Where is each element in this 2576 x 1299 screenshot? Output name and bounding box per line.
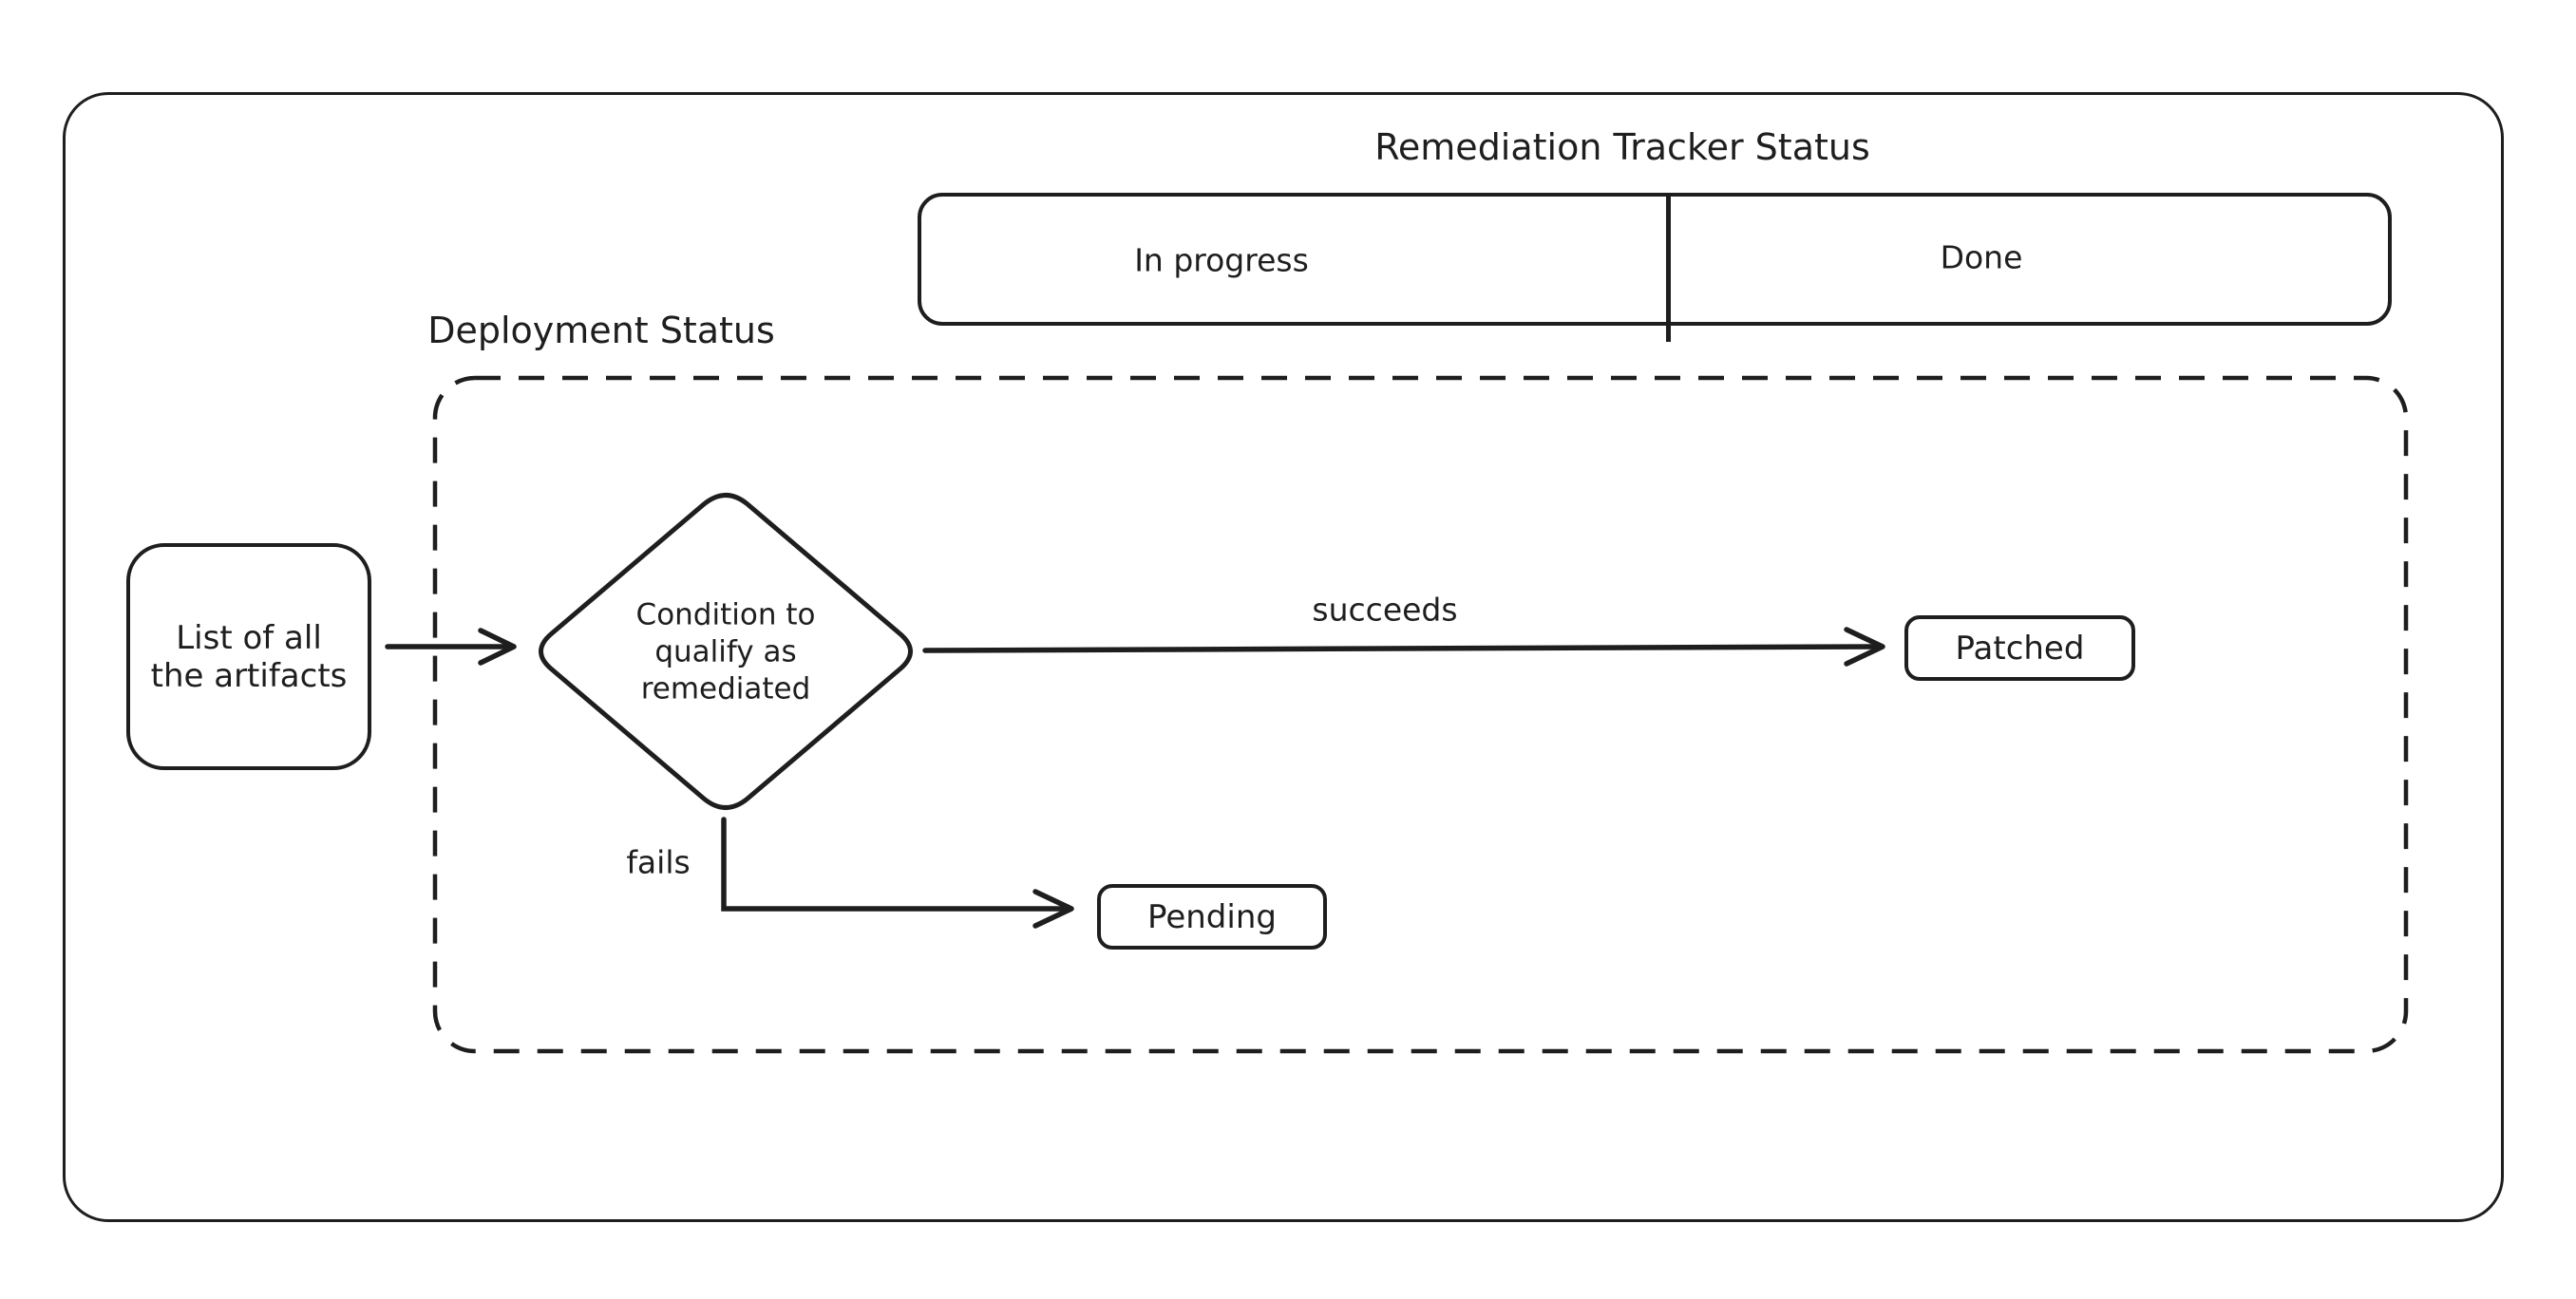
patched-node: Patched xyxy=(1904,615,2135,681)
artifacts-node-label: List of all the artifacts xyxy=(150,618,348,695)
pending-node: Pending xyxy=(1097,884,1327,950)
tracker-cell-done: Done xyxy=(1940,238,2023,276)
patched-node-label: Patched xyxy=(1955,629,2085,668)
artifacts-node: List of all the artifacts xyxy=(126,543,371,770)
condition-diamond-label: Condition to qualify as remediated xyxy=(635,597,816,706)
tracker-status-table xyxy=(918,193,2392,342)
pending-node-label: Pending xyxy=(1147,897,1277,936)
tracker-table-divider xyxy=(1666,195,1671,342)
deployment-group-label: Deployment Status xyxy=(427,310,775,351)
tracker-cell-in-progress: In progress xyxy=(1134,241,1309,279)
edge-label-succeeds: succeeds xyxy=(1312,591,1458,629)
edge-label-fails: fails xyxy=(626,843,691,881)
arrow-fails-to-pending xyxy=(721,817,1074,929)
tracker-title: Remediation Tracker Status xyxy=(1374,126,1870,168)
condition-diamond xyxy=(539,493,913,810)
arrow-succeeds-to-patched xyxy=(922,627,1885,667)
deployment-group-boundary xyxy=(432,375,2409,1054)
outer-frame-border xyxy=(63,92,2504,1222)
arrow-artifacts-to-condition xyxy=(385,628,517,666)
